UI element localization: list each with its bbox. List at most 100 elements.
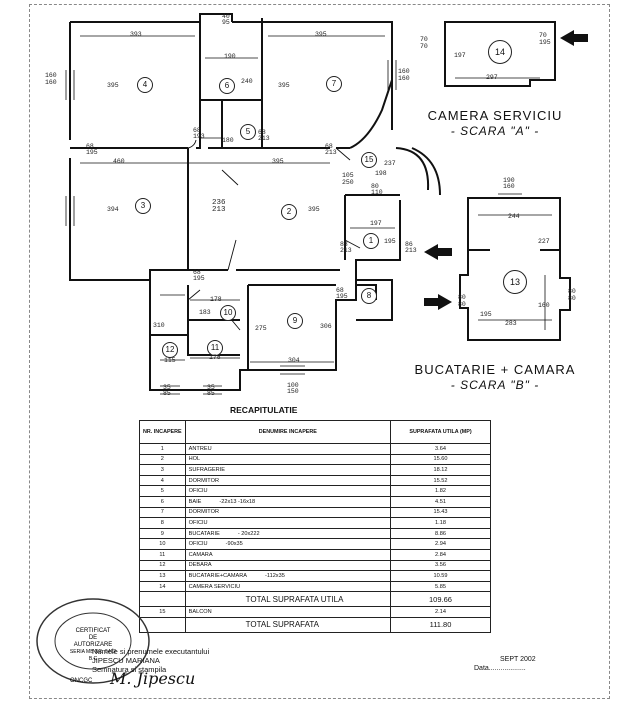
dimension-label: 395: [278, 82, 290, 89]
row-name: BUCATARIE+CAMARA-112x35: [184, 570, 392, 582]
row-area: 8.86: [390, 527, 491, 540]
row-area: 2.94: [390, 538, 491, 550]
room-number: 1: [363, 233, 379, 249]
dimension-label: 115: [164, 357, 176, 364]
row-name: OFICIU-90x35: [184, 538, 392, 550]
svg-text:B.C: B.C: [89, 656, 98, 662]
dimension-label: 178: [210, 296, 222, 303]
dimension-label: 68 195: [336, 287, 348, 300]
dimension-label: 198: [375, 170, 387, 177]
dimension-label: 80 110: [371, 183, 383, 196]
room-number: 6: [219, 78, 235, 94]
row-nr: 12: [139, 559, 186, 572]
row-name: OFICIU: [184, 517, 392, 529]
dimension-label: 395: [107, 82, 119, 89]
dimension-label: 275: [255, 325, 267, 332]
dimension-label: 68 195: [86, 143, 98, 156]
room-number: 2: [281, 204, 297, 220]
dimension-label: 35 85: [163, 384, 171, 397]
handwritten-signature: M. Jipescu: [110, 669, 196, 688]
caption-bucatarie: BUCATARIE + CAMARA: [414, 362, 576, 377]
row-area: 15.43: [390, 506, 491, 519]
dimension-label: 395: [308, 206, 320, 213]
total-util-label: TOTAL SUPRAFATA UTILA: [184, 591, 392, 608]
dimension-label: 395: [272, 158, 284, 165]
caption-serviciu-scara: - SCARA "A" -: [450, 124, 540, 138]
dimension-label: 244: [508, 213, 520, 220]
row-area: 3.64: [390, 443, 491, 455]
row-area: 15.60: [390, 453, 491, 466]
executant-name: JIPESCU MARIANA: [92, 656, 160, 665]
row-nr: 5: [139, 485, 186, 497]
svg-text:DE: DE: [89, 635, 97, 641]
header-area: SUPRAFATA UTILA (MP): [390, 420, 491, 444]
dimension-label: 237: [384, 160, 396, 167]
dimension-label: 227: [538, 238, 550, 245]
row-nr: 11: [139, 548, 186, 561]
balcon-area: 2.14: [390, 606, 491, 618]
page-border: [29, 4, 610, 699]
total-label: TOTAL SUPRAFATA: [184, 616, 392, 633]
row-nr: 7: [139, 506, 186, 519]
dimension-label: 240: [241, 78, 253, 85]
dimension-label: 105 250: [342, 172, 354, 186]
dimension-label: 393: [130, 31, 142, 38]
total-util-value: 109.66: [390, 591, 491, 608]
row-area: 5.85: [390, 580, 491, 593]
row-name: CAMARA: [184, 548, 392, 561]
official-stamp: CERTIFICAT DE AUTORIZARE SERIA MB NR. 04…: [36, 598, 150, 684]
dimension-label: 195: [384, 238, 396, 245]
dimension-label: 183: [199, 309, 211, 316]
dimension-label: 297: [486, 74, 498, 81]
room-number: 8: [361, 288, 377, 304]
row-name: HOL: [184, 453, 392, 466]
executant-label: Numele si prenumele executantului: [92, 647, 210, 656]
row-nr: 2: [139, 453, 186, 466]
dimension-label: 70 195: [539, 32, 551, 46]
signature-label: Semnatura si stampila: [92, 665, 167, 674]
dimension-label: 304: [288, 357, 300, 364]
dimension-label: 190 160: [503, 177, 515, 190]
room-number: 5: [240, 124, 256, 140]
dimension-label: 197: [370, 220, 382, 227]
row-nr: 4: [139, 474, 186, 487]
caption-serviciu: CAMERA SERVICIU: [427, 108, 563, 123]
dimension-label: 80 80: [568, 288, 576, 302]
room-number: 14: [488, 40, 512, 64]
header-name: DENUMIRE INCAPERE: [184, 420, 392, 444]
room-number: 11: [207, 340, 223, 356]
total-value: 111.80: [390, 616, 491, 633]
dimension-label: 160: [538, 302, 550, 309]
dimension-label: 70 70: [420, 36, 428, 50]
svg-text:AUTORIZARE: AUTORIZARE: [74, 642, 113, 648]
balcon-name: BALCON: [184, 606, 392, 618]
dimension-label: 460: [113, 158, 125, 165]
dimension-label: 160 160: [45, 72, 57, 86]
svg-text:CERTIFICAT: CERTIFICAT: [76, 628, 111, 634]
dimension-label: 160 160: [398, 68, 410, 82]
dimension-label: 195: [480, 311, 492, 318]
row-name: OFICIU: [184, 485, 392, 497]
row-name: DEBARA: [184, 559, 392, 572]
room-number: 12: [162, 342, 178, 358]
row-nr: 6: [139, 495, 186, 508]
row-area: 10.59: [390, 570, 491, 582]
row-nr: 8: [139, 517, 186, 529]
row-area: 1.82: [390, 485, 491, 497]
row-name: SUFRAGERIE: [184, 464, 392, 476]
svg-text:SERIA MB NR. 0462: SERIA MB NR. 0462: [70, 649, 116, 655]
row-nr: 10: [139, 538, 186, 550]
dimension-label: 86 213: [405, 241, 417, 254]
dimension-label: 40 95: [222, 13, 230, 26]
dimension-label: 88 213: [340, 241, 352, 254]
dimension-label: 236 213: [212, 199, 226, 214]
caption-bucatarie-scara: - SCARA "B" -: [450, 378, 540, 392]
